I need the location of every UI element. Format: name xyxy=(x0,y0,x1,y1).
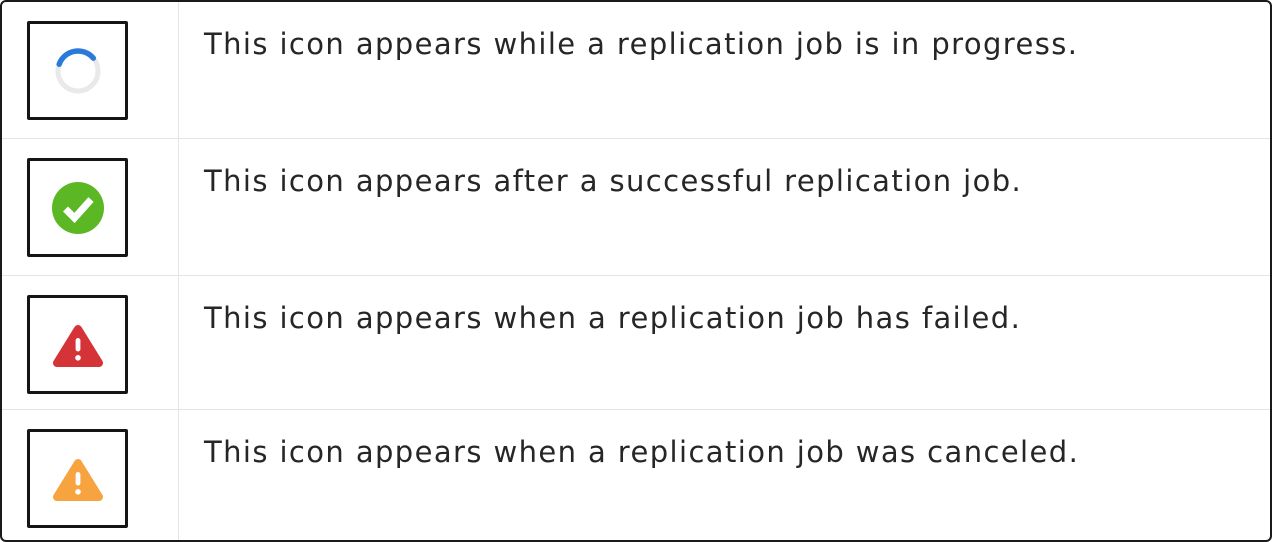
icon-cell xyxy=(2,276,179,409)
exclamation-bar xyxy=(75,471,80,485)
icon-cell xyxy=(2,410,179,540)
exclamation-dot xyxy=(74,354,81,361)
spinner-arc xyxy=(55,47,96,67)
table-row-in-progress: This icon appears while a replication jo… xyxy=(2,2,1270,139)
table-row-success: This icon appears after a successful rep… xyxy=(2,139,1270,276)
failed-alert-icon xyxy=(52,324,103,367)
check-mark xyxy=(62,196,94,223)
canceled-alert-icon xyxy=(52,458,103,501)
icon-box xyxy=(27,295,128,394)
table-row-failed: This icon appears when a replication job… xyxy=(2,276,1270,410)
row-description: This icon appears after a successful rep… xyxy=(204,164,1023,198)
exclamation-bar xyxy=(75,337,80,351)
icon-box xyxy=(27,158,128,257)
row-description: This icon appears when a replication job… xyxy=(204,301,1022,335)
icon-cell xyxy=(2,139,179,275)
check-circle xyxy=(51,181,104,234)
icon-box xyxy=(27,429,128,528)
table-row-canceled: This icon appears when a replication job… xyxy=(2,410,1270,540)
row-description: This icon appears while a replication jo… xyxy=(204,27,1079,61)
success-check-icon xyxy=(51,181,104,234)
row-description: This icon appears when a replication job… xyxy=(204,435,1080,469)
icon-cell xyxy=(2,2,179,138)
progress-spinner-icon xyxy=(55,47,100,93)
icon-box xyxy=(27,21,128,120)
exclamation-dot xyxy=(74,488,81,495)
